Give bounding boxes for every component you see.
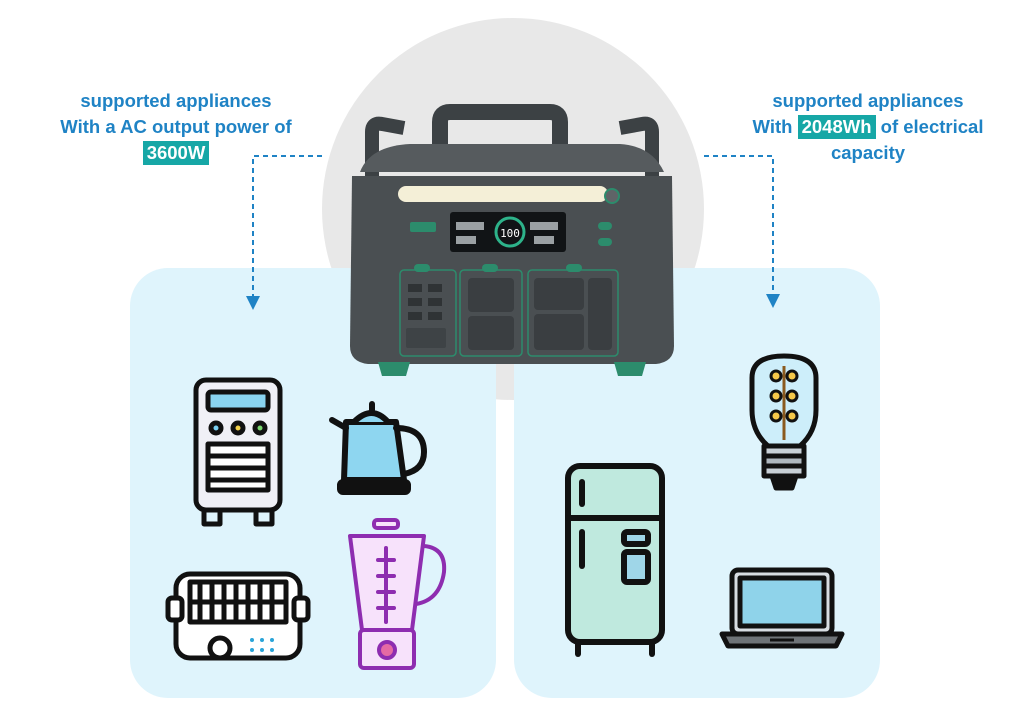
ac-output-caption: supported appliances With a AC output po…: [40, 88, 312, 166]
power-station-icon: 100: [350, 104, 674, 376]
caption-line: supported appliances: [80, 90, 272, 111]
led-bulb-icon: [749, 353, 819, 491]
right-arrowhead-icon: [766, 294, 780, 308]
laptop-icon: [719, 567, 845, 649]
left-arrow-icon: [252, 155, 322, 300]
refrigerator-icon: [565, 463, 665, 657]
capacity-highlight: 2048Wh: [797, 115, 876, 139]
caption-text: of electrical: [880, 116, 984, 137]
right-arrow-icon: [704, 155, 774, 296]
caption-line: capacity: [830, 142, 906, 163]
ac-power-highlight: 3600W: [142, 141, 210, 165]
display-percent: 100: [500, 227, 520, 240]
capacity-caption: supported appliances With 2048Wh of elec…: [718, 88, 1018, 166]
air-conditioner-icon: [193, 377, 283, 527]
caption-line: With a AC output power of: [60, 116, 292, 137]
caption-line: supported appliances: [772, 90, 964, 111]
kettle-icon: [329, 401, 427, 495]
electric-grill-icon: [165, 571, 311, 661]
caption-text: With: [752, 116, 793, 137]
blender-icon: [348, 518, 447, 670]
left-arrowhead-icon: [246, 296, 260, 310]
